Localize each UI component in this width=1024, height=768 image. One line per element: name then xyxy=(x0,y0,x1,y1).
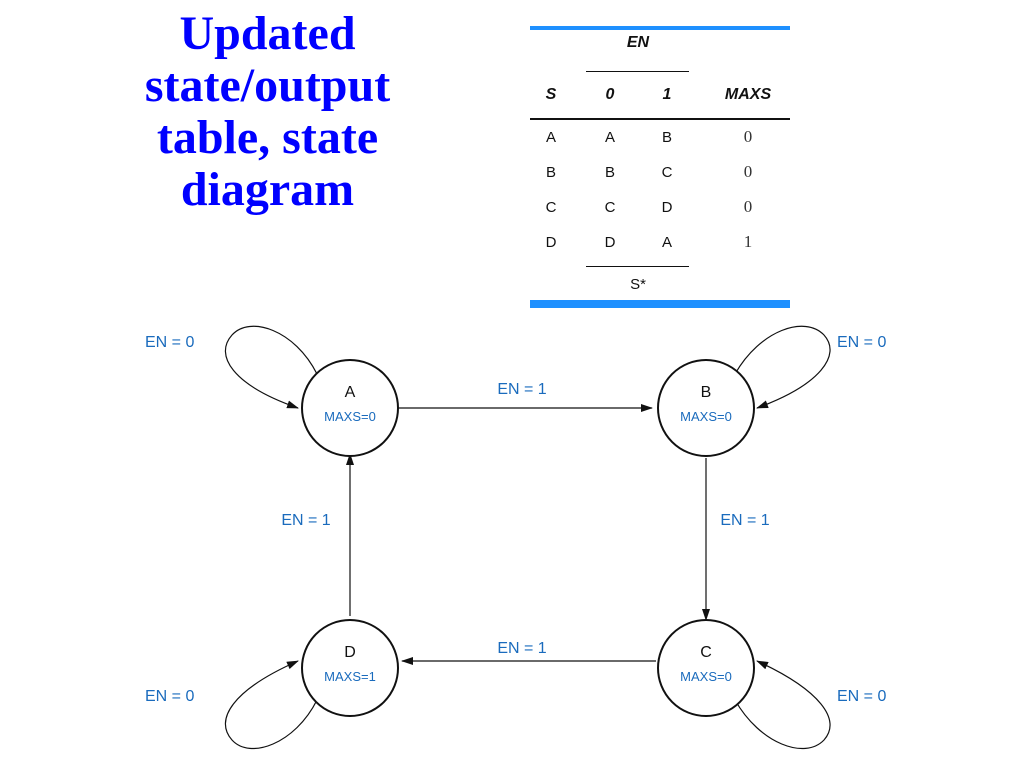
table-header-en0: 0 xyxy=(605,86,615,103)
label-b-to-c: EN = 1 xyxy=(720,512,769,529)
title-line-4: diagram xyxy=(180,163,355,216)
table-cell: C xyxy=(604,199,616,216)
slide-title: Updated state/output table, state diagra… xyxy=(95,8,440,216)
table-footer-rule xyxy=(586,266,689,267)
state-node-b: B MAXS=0 xyxy=(657,359,755,457)
table-group-rule xyxy=(586,71,689,72)
table-cell: D xyxy=(661,199,673,216)
state-a-output: MAXS=0 xyxy=(324,409,376,424)
table-footer-next-state: S* xyxy=(630,276,646,293)
table-cell: 0 xyxy=(743,162,753,181)
self-loop-d xyxy=(224,660,318,749)
table-header-rule xyxy=(530,118,790,120)
state-d-output: MAXS=1 xyxy=(324,669,376,684)
table-cell: B xyxy=(661,129,673,146)
table-top-bar xyxy=(530,26,790,30)
table-cell: C xyxy=(661,164,673,181)
label-b-self: EN = 0 xyxy=(837,334,886,351)
self-loop-c xyxy=(734,660,831,749)
label-c-self: EN = 0 xyxy=(837,688,886,705)
table-header-state: S xyxy=(545,86,557,103)
title-line-1: Updated xyxy=(179,7,356,60)
table-group-header-en: EN xyxy=(626,34,650,51)
table-header-maxs: MAXS xyxy=(724,86,772,103)
table-cell: A xyxy=(604,129,616,146)
state-b-name: B xyxy=(701,384,712,401)
state-diagram: A MAXS=0 B MAXS=0 C MAXS=0 D MAXS=1 EN =… xyxy=(0,300,1024,768)
table-cell: A xyxy=(545,129,557,146)
title-line-3: table, state xyxy=(156,111,379,164)
label-d-self: EN = 0 xyxy=(145,688,194,705)
state-node-d: D MAXS=1 xyxy=(301,619,399,717)
label-d-to-a: EN = 1 xyxy=(281,512,330,529)
table-header-en1: 1 xyxy=(662,86,672,103)
table-cell: 0 xyxy=(743,197,753,216)
table-cell: D xyxy=(545,234,557,251)
table-cell: 1 xyxy=(743,232,753,251)
table-cell: A xyxy=(661,234,673,251)
state-c-output: MAXS=0 xyxy=(680,669,732,684)
state-node-a: A MAXS=0 xyxy=(301,359,399,457)
state-diagram-svg: A MAXS=0 B MAXS=0 C MAXS=0 D MAXS=1 EN =… xyxy=(145,325,886,749)
self-loop-a xyxy=(224,325,318,409)
self-loop-b xyxy=(734,325,831,409)
title-line-2: state/output xyxy=(144,59,391,112)
table-cell: C xyxy=(545,199,557,216)
state-a-name: A xyxy=(345,384,356,401)
table-cell: B xyxy=(545,164,557,181)
label-c-to-d: EN = 1 xyxy=(497,640,546,657)
state-output-table: EN S 0 1 MAXS A A B 0 B B C 0 C C D 0 D … xyxy=(530,26,790,310)
state-node-c: C MAXS=0 xyxy=(657,619,755,717)
label-a-to-b: EN = 1 xyxy=(497,381,546,398)
table-cell: 0 xyxy=(743,127,753,146)
table-bottom-bar xyxy=(530,300,790,308)
label-a-self: EN = 0 xyxy=(145,334,194,351)
state-d-name: D xyxy=(344,644,356,661)
state-b-output: MAXS=0 xyxy=(680,409,732,424)
table-cell: D xyxy=(604,234,616,251)
state-c-name: C xyxy=(700,644,712,661)
table-cell: B xyxy=(604,164,616,181)
